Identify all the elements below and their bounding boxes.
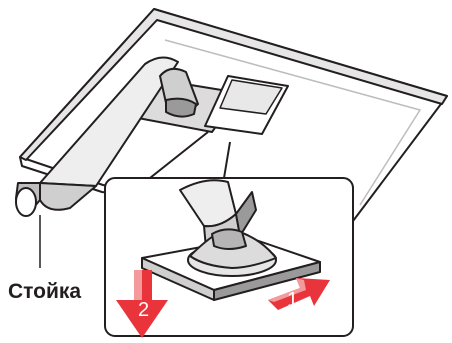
step-2-number: 2 [138,299,149,321]
stand-label: Стойка [8,280,81,303]
step-1-number: 1 [287,289,298,311]
